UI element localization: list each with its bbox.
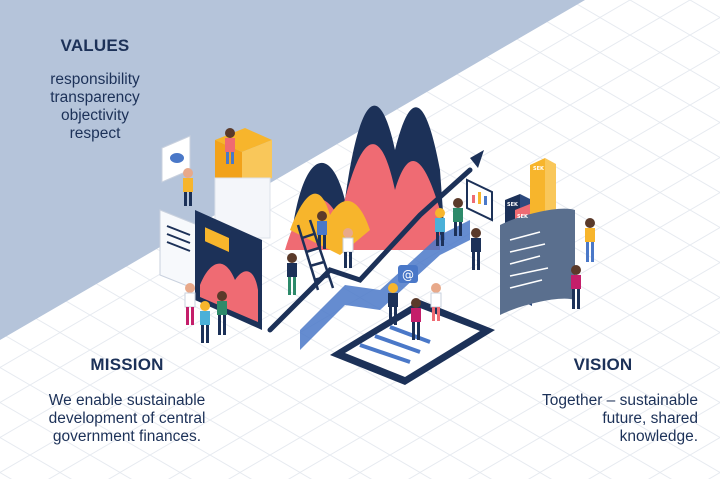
values-section: VALUES responsibility transparency objec… (40, 36, 150, 143)
email-bubble-icon: @ (398, 265, 418, 283)
person (388, 283, 398, 325)
values-diagonal-panel (0, 0, 585, 340)
values-heading: VALUES (60, 36, 130, 55)
person (411, 298, 421, 340)
bar-label: SEK (517, 214, 529, 220)
person (430, 283, 442, 321)
people-figures (183, 128, 595, 343)
person (585, 218, 595, 262)
growth-arrow (267, 150, 484, 350)
person (571, 265, 581, 309)
svg-text:@: @ (402, 268, 414, 282)
curved-document (500, 208, 575, 315)
bar-label: SEK (507, 202, 519, 208)
person (317, 211, 327, 249)
mission-line: We enable sustainable (48, 392, 206, 409)
person (342, 228, 354, 268)
person (435, 208, 445, 246)
person (217, 291, 227, 335)
left-cube-stack (214, 128, 272, 239)
ladder (296, 219, 335, 291)
vision-line: Together – sustainable (542, 392, 698, 409)
person (225, 128, 235, 164)
mission-line: development of central (48, 410, 206, 427)
chart-panel (195, 210, 262, 330)
mission-heading: MISSION (90, 355, 164, 374)
person (184, 283, 196, 325)
values-item: respect (69, 125, 121, 142)
person (183, 168, 193, 206)
values-item: responsibility (50, 71, 140, 88)
mission-line: government finances. (52, 428, 202, 445)
vision-section: VISION Together – sustainable future, sh… (508, 355, 698, 446)
tablet-device (330, 300, 495, 385)
vision-line: future, shared (602, 410, 698, 427)
person (453, 198, 463, 236)
vision-line: knowledge. (619, 428, 698, 445)
values-item: transparency (50, 89, 140, 106)
person (287, 253, 297, 295)
vision-heading: VISION (573, 355, 633, 374)
bar-labels: SEK SEK SEK (507, 166, 545, 220)
values-list: responsibility transparency objectivity … (40, 71, 150, 143)
mission-statement: We enable sustainable development of cen… (32, 392, 222, 446)
bar-label: SEK (533, 166, 545, 172)
mission-section: MISSION We enable sustainable developmen… (32, 355, 222, 446)
values-item: objectivity (60, 107, 130, 124)
small-monitor (466, 178, 493, 222)
person (471, 228, 481, 270)
vision-statement: Together – sustainable future, shared kn… (508, 392, 698, 446)
person (200, 301, 210, 343)
